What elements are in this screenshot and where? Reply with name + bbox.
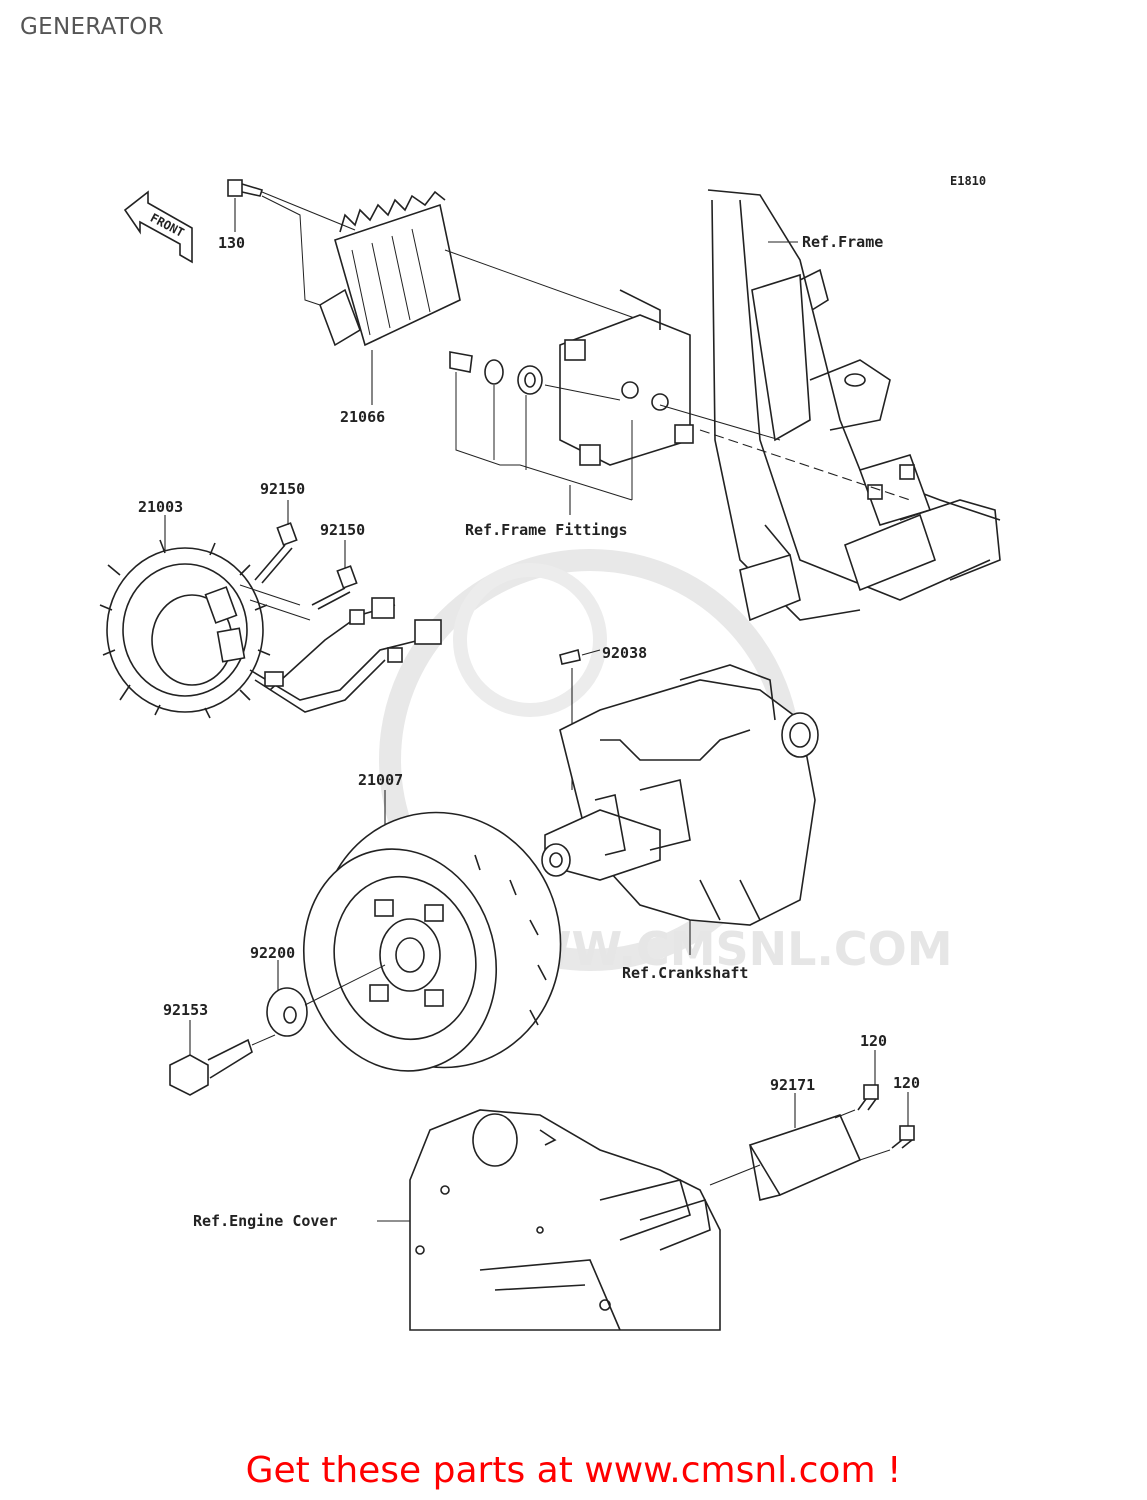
label-92171: 92171 bbox=[770, 1076, 815, 1094]
rotor-21007 bbox=[302, 811, 562, 1072]
parts-diagram: .ln { stroke:#222; stroke-width:1.6; fil… bbox=[99, 174, 1001, 1331]
diagram-code: E1810 bbox=[950, 174, 986, 188]
bolt-130-icon bbox=[227, 179, 264, 197]
page-title: GENERATOR bbox=[20, 14, 164, 40]
label-ref-frame: Ref.Frame bbox=[802, 233, 883, 251]
crankshaft bbox=[541, 664, 819, 926]
frame-fittings bbox=[449, 289, 781, 501]
label-92038: 92038 bbox=[602, 644, 647, 662]
stator-harness bbox=[249, 597, 442, 713]
label-120b: 120 bbox=[893, 1074, 920, 1092]
label-92150b: 92150 bbox=[320, 521, 365, 539]
front-arrow-icon: FRONT bbox=[123, 190, 193, 264]
engine-cover bbox=[409, 1109, 721, 1331]
label-92150a: 92150 bbox=[260, 480, 305, 498]
regulator-21066 bbox=[319, 190, 461, 347]
washer-92200-icon bbox=[266, 987, 308, 1037]
label-ref-engine-cover: Ref.Engine Cover bbox=[193, 1212, 338, 1230]
label-ref-frame-fittings: Ref.Frame Fittings bbox=[465, 521, 628, 539]
key-92038-icon bbox=[559, 648, 581, 665]
screw-92150b-icon bbox=[311, 565, 358, 610]
cover-92171 bbox=[748, 1114, 862, 1201]
label-92200: 92200 bbox=[250, 944, 295, 962]
label-ref-crankshaft: Ref.Crankshaft bbox=[622, 964, 748, 982]
label-21066: 21066 bbox=[340, 408, 385, 426]
label-21007: 21007 bbox=[358, 771, 403, 789]
stator-21003 bbox=[99, 539, 271, 719]
screw-92150a-icon bbox=[254, 522, 298, 584]
label-92153: 92153 bbox=[163, 1001, 208, 1019]
screw-120b-icon bbox=[891, 1125, 915, 1149]
screw-120a-icon bbox=[857, 1084, 879, 1111]
shop-link[interactable]: Get these parts at www.cmsnl.com ! bbox=[245, 1450, 902, 1491]
label-120a: 120 bbox=[860, 1032, 887, 1050]
label-130: 130 bbox=[218, 234, 245, 252]
bolt-92153-icon bbox=[169, 1038, 253, 1096]
label-21003: 21003 bbox=[138, 498, 183, 516]
frame bbox=[699, 189, 1001, 622]
